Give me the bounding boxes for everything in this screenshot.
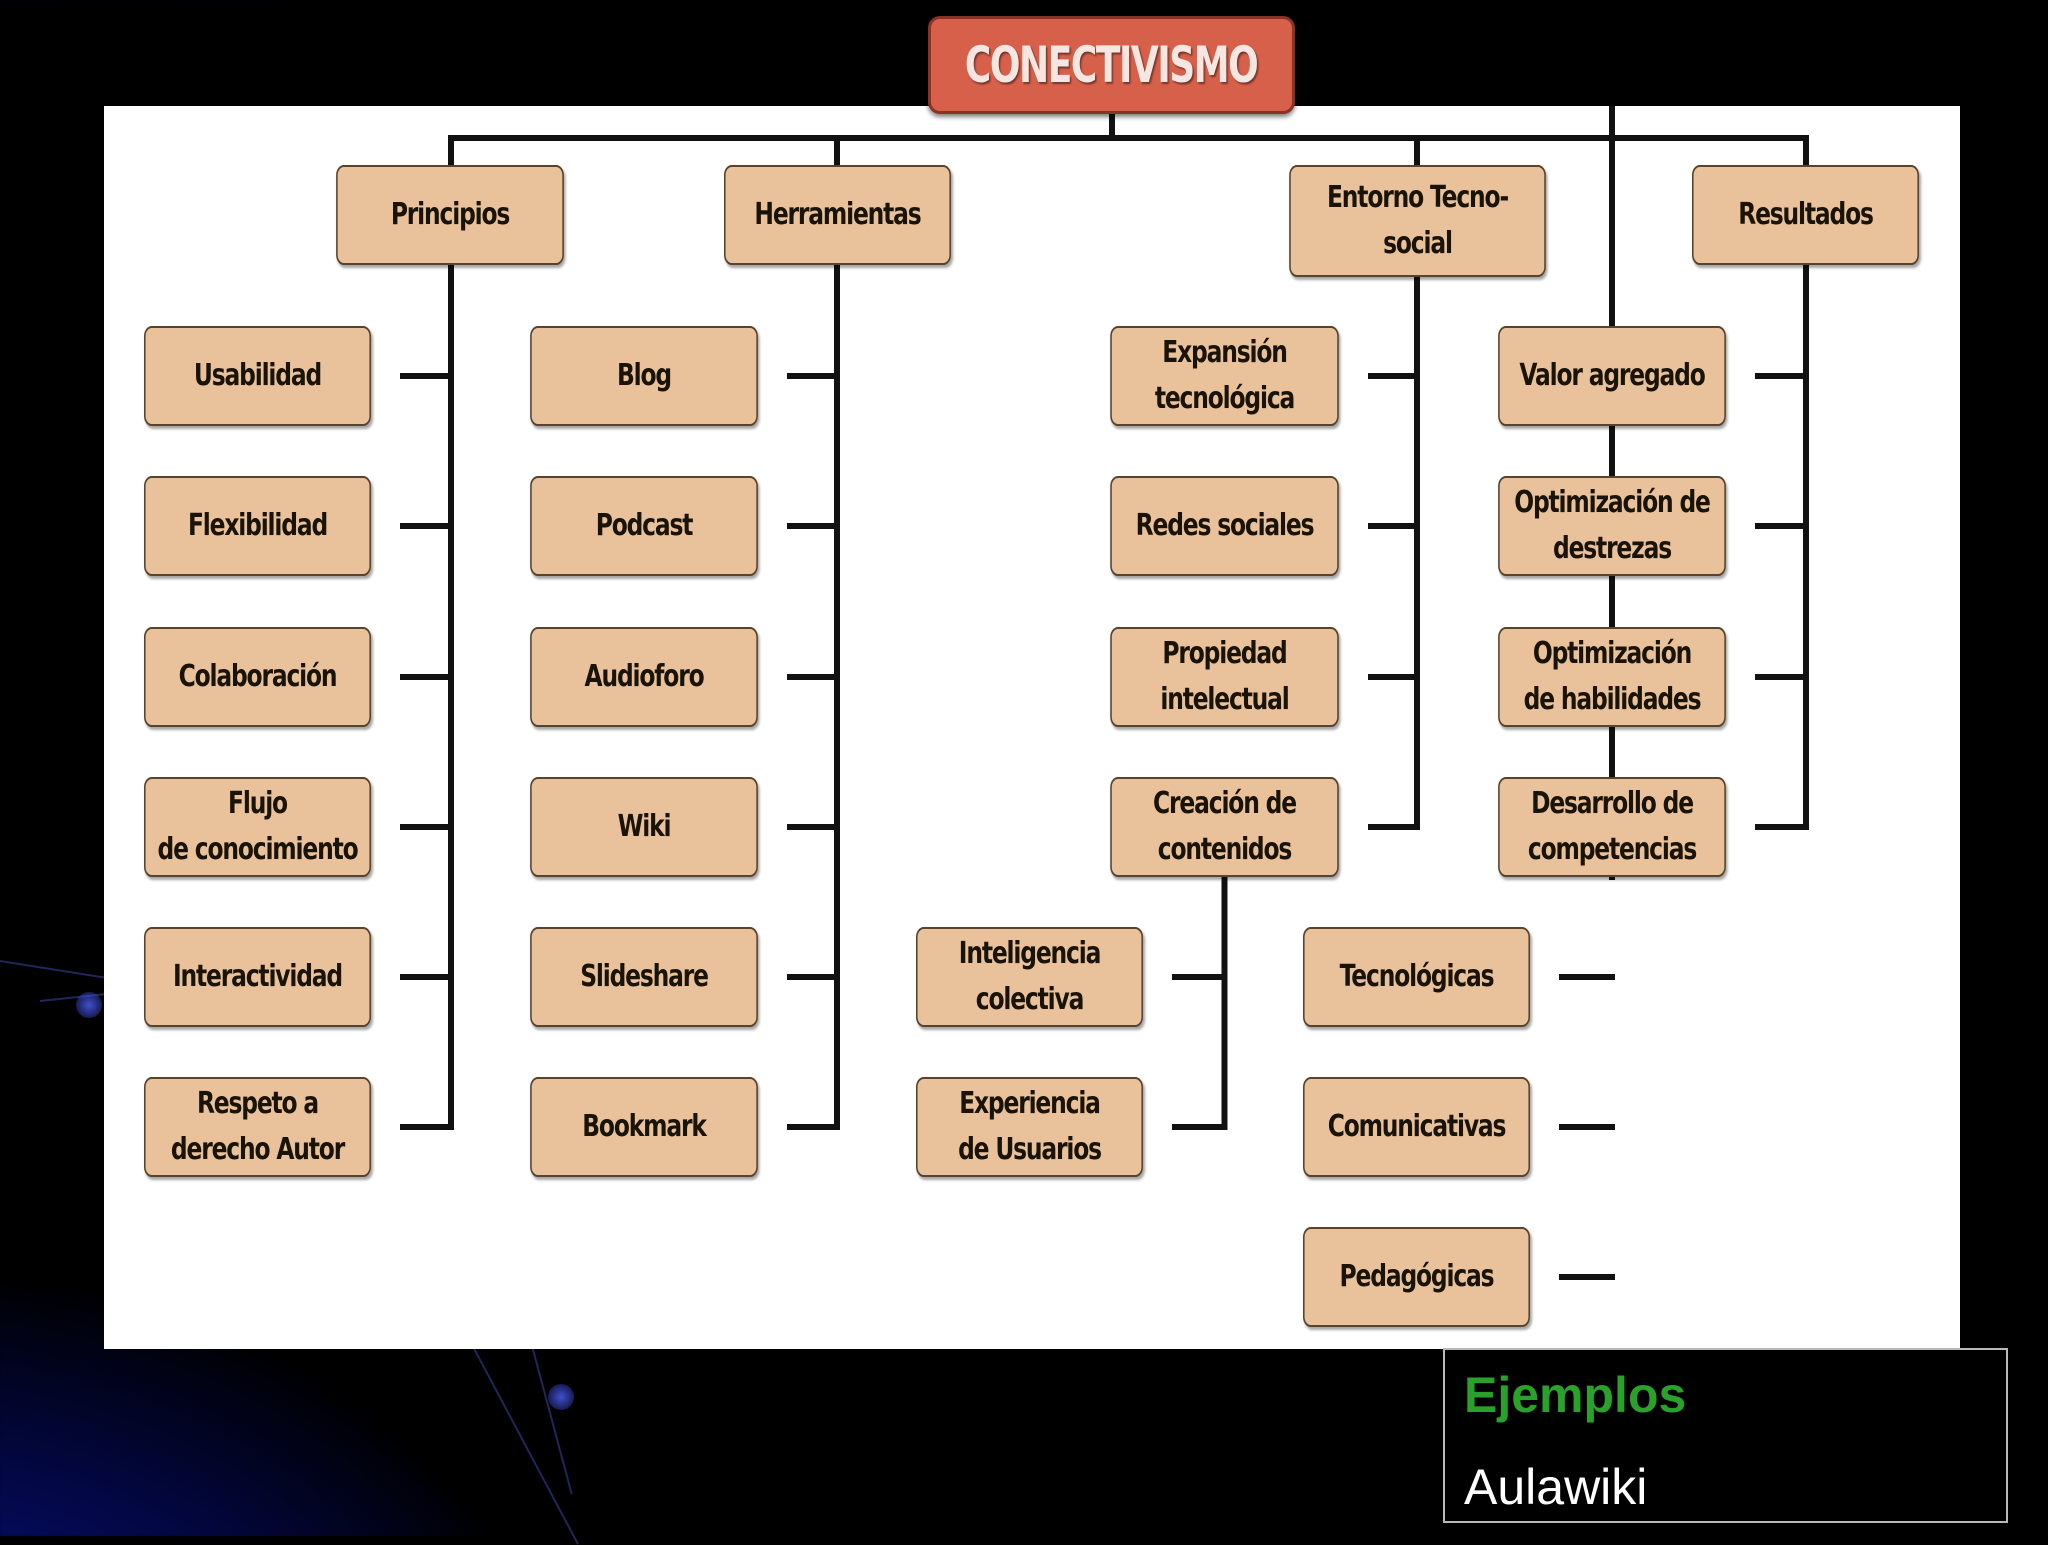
node-resultados-1: Optimización de destrezas	[1498, 476, 1726, 576]
branch-entorno-label: Entorno Tecno-	[1326, 180, 1509, 215]
node-principios-3-label: de conocimiento	[157, 832, 359, 867]
node-herramientas-5-label: Bookmark	[582, 1109, 707, 1144]
node-principios-4-label: Interactividad	[172, 959, 343, 994]
node-entorno-3-label: contenidos	[1157, 832, 1293, 867]
node-principios-2: Colaboración	[144, 627, 371, 727]
connector-lines	[400, 106, 1809, 1280]
branch-entorno-label: social	[1383, 226, 1453, 261]
node-herramientas-2-label: Audioforo	[584, 659, 705, 694]
node-resultados-2-label: Optimización	[1532, 636, 1692, 671]
root-node: CONECTIVISMO	[928, 16, 1295, 114]
node-herramientas-5: Bookmark	[530, 1077, 758, 1177]
subnode-resultados-2: Pedagógicas	[1303, 1227, 1530, 1327]
node-herramientas-4: Slideshare	[530, 927, 758, 1027]
node-entorno-2-label: intelectual	[1160, 682, 1289, 717]
node-principios-3: Flujo de conocimiento	[144, 777, 371, 877]
branch-herramientas: Herramientas	[724, 165, 951, 265]
node-entorno-0-label: tecnológica	[1154, 381, 1295, 416]
examples-box: Ejemplos Aulawiki	[1443, 1348, 2008, 1523]
branch-herramientas-label: Herramientas	[754, 197, 921, 232]
node-entorno-0: Expansión tecnológica	[1110, 326, 1339, 426]
subnode-entorno-0-label: Inteligencia	[958, 936, 1102, 971]
node-entorno-3-label: Creación de	[1153, 786, 1297, 821]
node-principios-3-label: Flujo	[228, 786, 288, 821]
node-principios-5-label: Respeto a	[196, 1086, 319, 1121]
node-herramientas-0: Blog	[530, 326, 758, 426]
node-entorno-1: Redes sociales	[1110, 476, 1339, 576]
node-principios-0: Usabilidad	[144, 326, 371, 426]
subnode-resultados-1: Comunicativas	[1303, 1077, 1530, 1177]
subnode-resultados-0: Tecnológicas	[1303, 927, 1530, 1027]
node-resultados-1-label: destrezas	[1553, 531, 1672, 566]
branch-resultados-label: Resultados	[1738, 197, 1874, 232]
node-entorno-2-label: Propiedad	[1162, 636, 1287, 671]
node-herramientas-3: Wiki	[530, 777, 758, 877]
node-herramientas-0-label: Blog	[616, 358, 672, 393]
subnode-entorno-1-label: Experiencia	[959, 1086, 1101, 1121]
node-resultados-3-label: Desarrollo de	[1531, 786, 1694, 821]
examples-title: Ejemplos	[1464, 1367, 1687, 1423]
subnode-entorno-1: Experiencia de Usuarios	[916, 1077, 1143, 1177]
node-principios-2-label: Colaboración	[178, 659, 338, 694]
branch-resultados: Resultados	[1692, 165, 1919, 265]
node-herramientas-1: Podcast	[530, 476, 758, 576]
node-principios-4: Interactividad	[144, 927, 371, 1027]
node-resultados-2-label: de habilidades	[1523, 682, 1702, 717]
root-label: CONECTIVISMO	[965, 36, 1259, 94]
node-resultados-1-label: Optimización de	[1514, 485, 1711, 520]
node-entorno-2: Propiedad intelectual	[1110, 627, 1339, 727]
subnode-resultados-0-label: Tecnológicas	[1339, 959, 1495, 994]
node-principios-0-label: Usabilidad	[193, 358, 322, 393]
node-entorno-0-label: Expansión	[1162, 335, 1288, 370]
subnode-resultados-1-label: Comunicativas	[1327, 1109, 1507, 1144]
node-principios-5-label: derecho Autor	[170, 1132, 345, 1167]
branch-entorno: Entorno Tecno-social	[1289, 165, 1546, 277]
node-herramientas-4-label: Slideshare	[580, 959, 709, 994]
node-principios-1-label: Flexibilidad	[187, 508, 328, 543]
node-entorno-3: Creación de contenidos	[1110, 777, 1339, 877]
subnode-resultados-2-label: Pedagógicas	[1339, 1259, 1495, 1294]
node-herramientas-1-label: Podcast	[595, 508, 694, 543]
node-resultados-3-label: competencias	[1527, 832, 1697, 867]
node-principios-5: Respeto a derecho Autor	[144, 1077, 371, 1177]
subnode-entorno-0-label: colectiva	[975, 982, 1085, 1017]
node-resultados-3: Desarrollo de competencias	[1498, 777, 1726, 877]
node-herramientas-2: Audioforo	[530, 627, 758, 727]
examples-link-aulawiki[interactable]: Aulawiki	[1464, 1459, 1648, 1515]
branch-principios: Principios	[336, 165, 564, 265]
node-entorno-1-label: Redes sociales	[1135, 508, 1315, 543]
node-resultados-0: Valor agregado	[1498, 326, 1726, 426]
node-resultados-2: Optimización de habilidades	[1498, 627, 1726, 727]
subnode-entorno-1-label: de Usuarios	[958, 1132, 1102, 1167]
branch-principios-label: Principios	[390, 197, 511, 232]
subnode-entorno-0: Inteligencia colectiva	[916, 927, 1143, 1027]
node-principios-1: Flexibilidad	[144, 476, 371, 576]
node-resultados-0-label: Valor agregado	[1519, 358, 1706, 393]
node-herramientas-3-label: Wiki	[617, 809, 672, 844]
